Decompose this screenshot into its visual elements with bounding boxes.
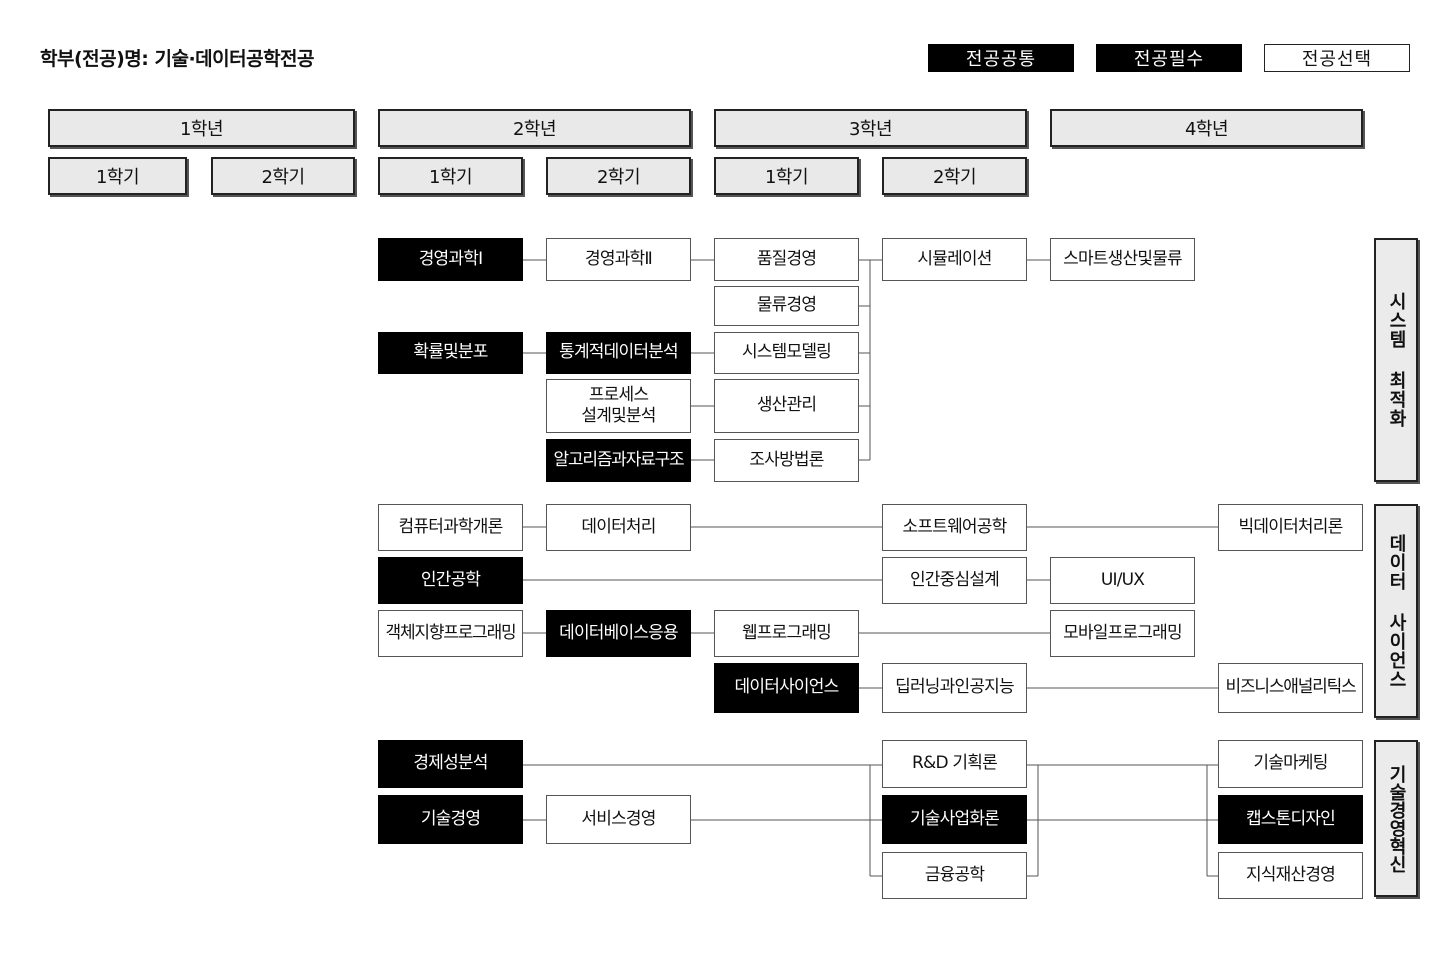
year-3-header: 3학년 [714,109,1027,147]
legend-elective: 전공선택 [1264,44,1410,72]
course-tech-marketing: 기술마케팅 [1218,740,1363,788]
course-rnd-planning: R&D 기획론 [882,740,1027,788]
course-ui-ux: UI/UX [1050,557,1195,604]
track-system-optimization: 시스템 최적화 [1374,238,1418,482]
track-tech-management: 기술경영혁신 [1374,740,1418,897]
course-mgmt-science-2: 경영과학Ⅱ [546,238,691,281]
course-mgmt-science-1: 경영과학Ⅰ [378,238,523,281]
page-title: 학부(전공)명: 기술·데이터공학전공 [40,48,315,70]
course-process-design-line2: 설계및분석 [581,406,656,426]
course-production-mgmt: 생산관리 [714,379,859,433]
course-survey-methods: 조사방법론 [714,439,859,482]
course-algorithms: 알고리즘과자료구조 [546,439,691,482]
course-bigdata: 빅데이터처리론 [1218,504,1363,551]
course-human-centered-design: 인간중심설계 [882,557,1027,604]
semester-y2-s2: 2학기 [546,157,691,195]
semester-y1-s1: 1학기 [48,157,187,195]
course-financial-eng: 금융공학 [882,852,1027,899]
course-software-eng: 소프트웨어공학 [882,504,1027,551]
course-web-programming: 웹프로그래밍 [714,610,859,657]
legend-required: 전공필수 [1096,44,1242,72]
course-data-processing: 데이터처리 [546,504,691,551]
year-4-header: 4학년 [1050,109,1363,147]
course-mobile-programming: 모바일프로그래밍 [1050,610,1195,657]
course-cs-intro: 컴퓨터과학개론 [378,504,523,551]
course-smart-production: 스마트생산및물류 [1050,238,1195,281]
semester-y3-s1: 1학기 [714,157,859,195]
course-deep-learning-ai: 딥러닝과인공지능 [882,663,1027,713]
course-probability: 확률및분포 [378,332,523,374]
semester-y2-s1: 1학기 [378,157,523,195]
course-statistical-data: 통계적데이터분석 [546,332,691,374]
course-database-app: 데이터베이스응용 [546,610,691,657]
course-process-design: 프로세스 설계및분석 [546,379,691,433]
course-economic-analysis: 경제성분석 [378,740,523,788]
course-business-analytics: 비즈니스애널리틱스 [1218,663,1363,713]
course-quality-mgmt: 품질경영 [714,238,859,281]
legend-common: 전공공통 [928,44,1074,72]
year-2-header: 2학년 [378,109,691,147]
semester-y1-s2: 2학기 [211,157,355,195]
semester-y3-s2: 2학기 [882,157,1027,195]
course-process-design-line1: 프로세스 [588,384,649,405]
year-1-header: 1학년 [48,109,355,147]
course-tech-mgmt: 기술경영 [378,795,523,844]
track-data-science: 데이터 사이언스 [1374,504,1418,718]
course-oop: 객체지향프로그래밍 [378,610,523,657]
course-logistics-mgmt: 물류경영 [714,286,859,326]
course-simulation: 시뮬레이션 [882,238,1027,281]
course-service-mgmt: 서비스경영 [546,795,691,844]
course-tech-commercialization: 기술사업화론 [882,795,1027,844]
course-human-factors: 인간공학 [378,557,523,604]
course-capstone-design: 캡스톤디자인 [1218,795,1363,844]
course-ip-mgmt: 지식재산경영 [1218,852,1363,899]
course-data-science: 데이터사이언스 [714,663,859,713]
course-system-modeling: 시스템모델링 [714,332,859,374]
